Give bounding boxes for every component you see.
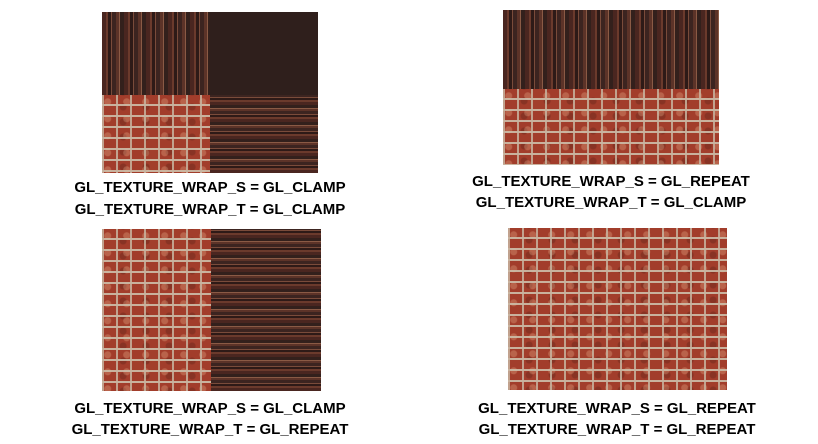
caption-wrap-s: GL_TEXTURE_WRAP_S = GL_REPEAT — [472, 173, 750, 190]
clamped-top-edge-stripes — [102, 12, 210, 95]
caption-wrap-s: GL_TEXTURE_WRAP_S = GL_CLAMP — [74, 179, 346, 196]
caption-wrap-t: GL_TEXTURE_WRAP_T = GL_REPEAT — [71, 421, 349, 438]
clamped-top-edge-stripes — [503, 10, 719, 89]
caption-wrap-s: GL_TEXTURE_WRAP_S = GL_REPEAT — [478, 400, 756, 417]
caption-wrap-s: GL_TEXTURE_WRAP_S = GL_CLAMP — [74, 400, 346, 417]
caption-wrap-t: GL_TEXTURE_WRAP_T = GL_CLAMP — [475, 194, 747, 211]
tiled-brick-texture — [508, 228, 727, 390]
repeated-brick-texture — [102, 229, 211, 391]
caption-wrap-t: GL_TEXTURE_WRAP_T = GL_CLAMP — [74, 201, 346, 218]
brick-texture-image — [102, 95, 210, 173]
repeated-brick-texture — [503, 89, 719, 165]
clamped-right-edge-stripes — [210, 95, 318, 173]
caption-wrap-t: GL_TEXTURE_WRAP_T = GL_REPEAT — [478, 421, 756, 438]
clamped-corner-fill — [210, 12, 318, 95]
clamped-right-edge-stripes — [211, 229, 321, 391]
